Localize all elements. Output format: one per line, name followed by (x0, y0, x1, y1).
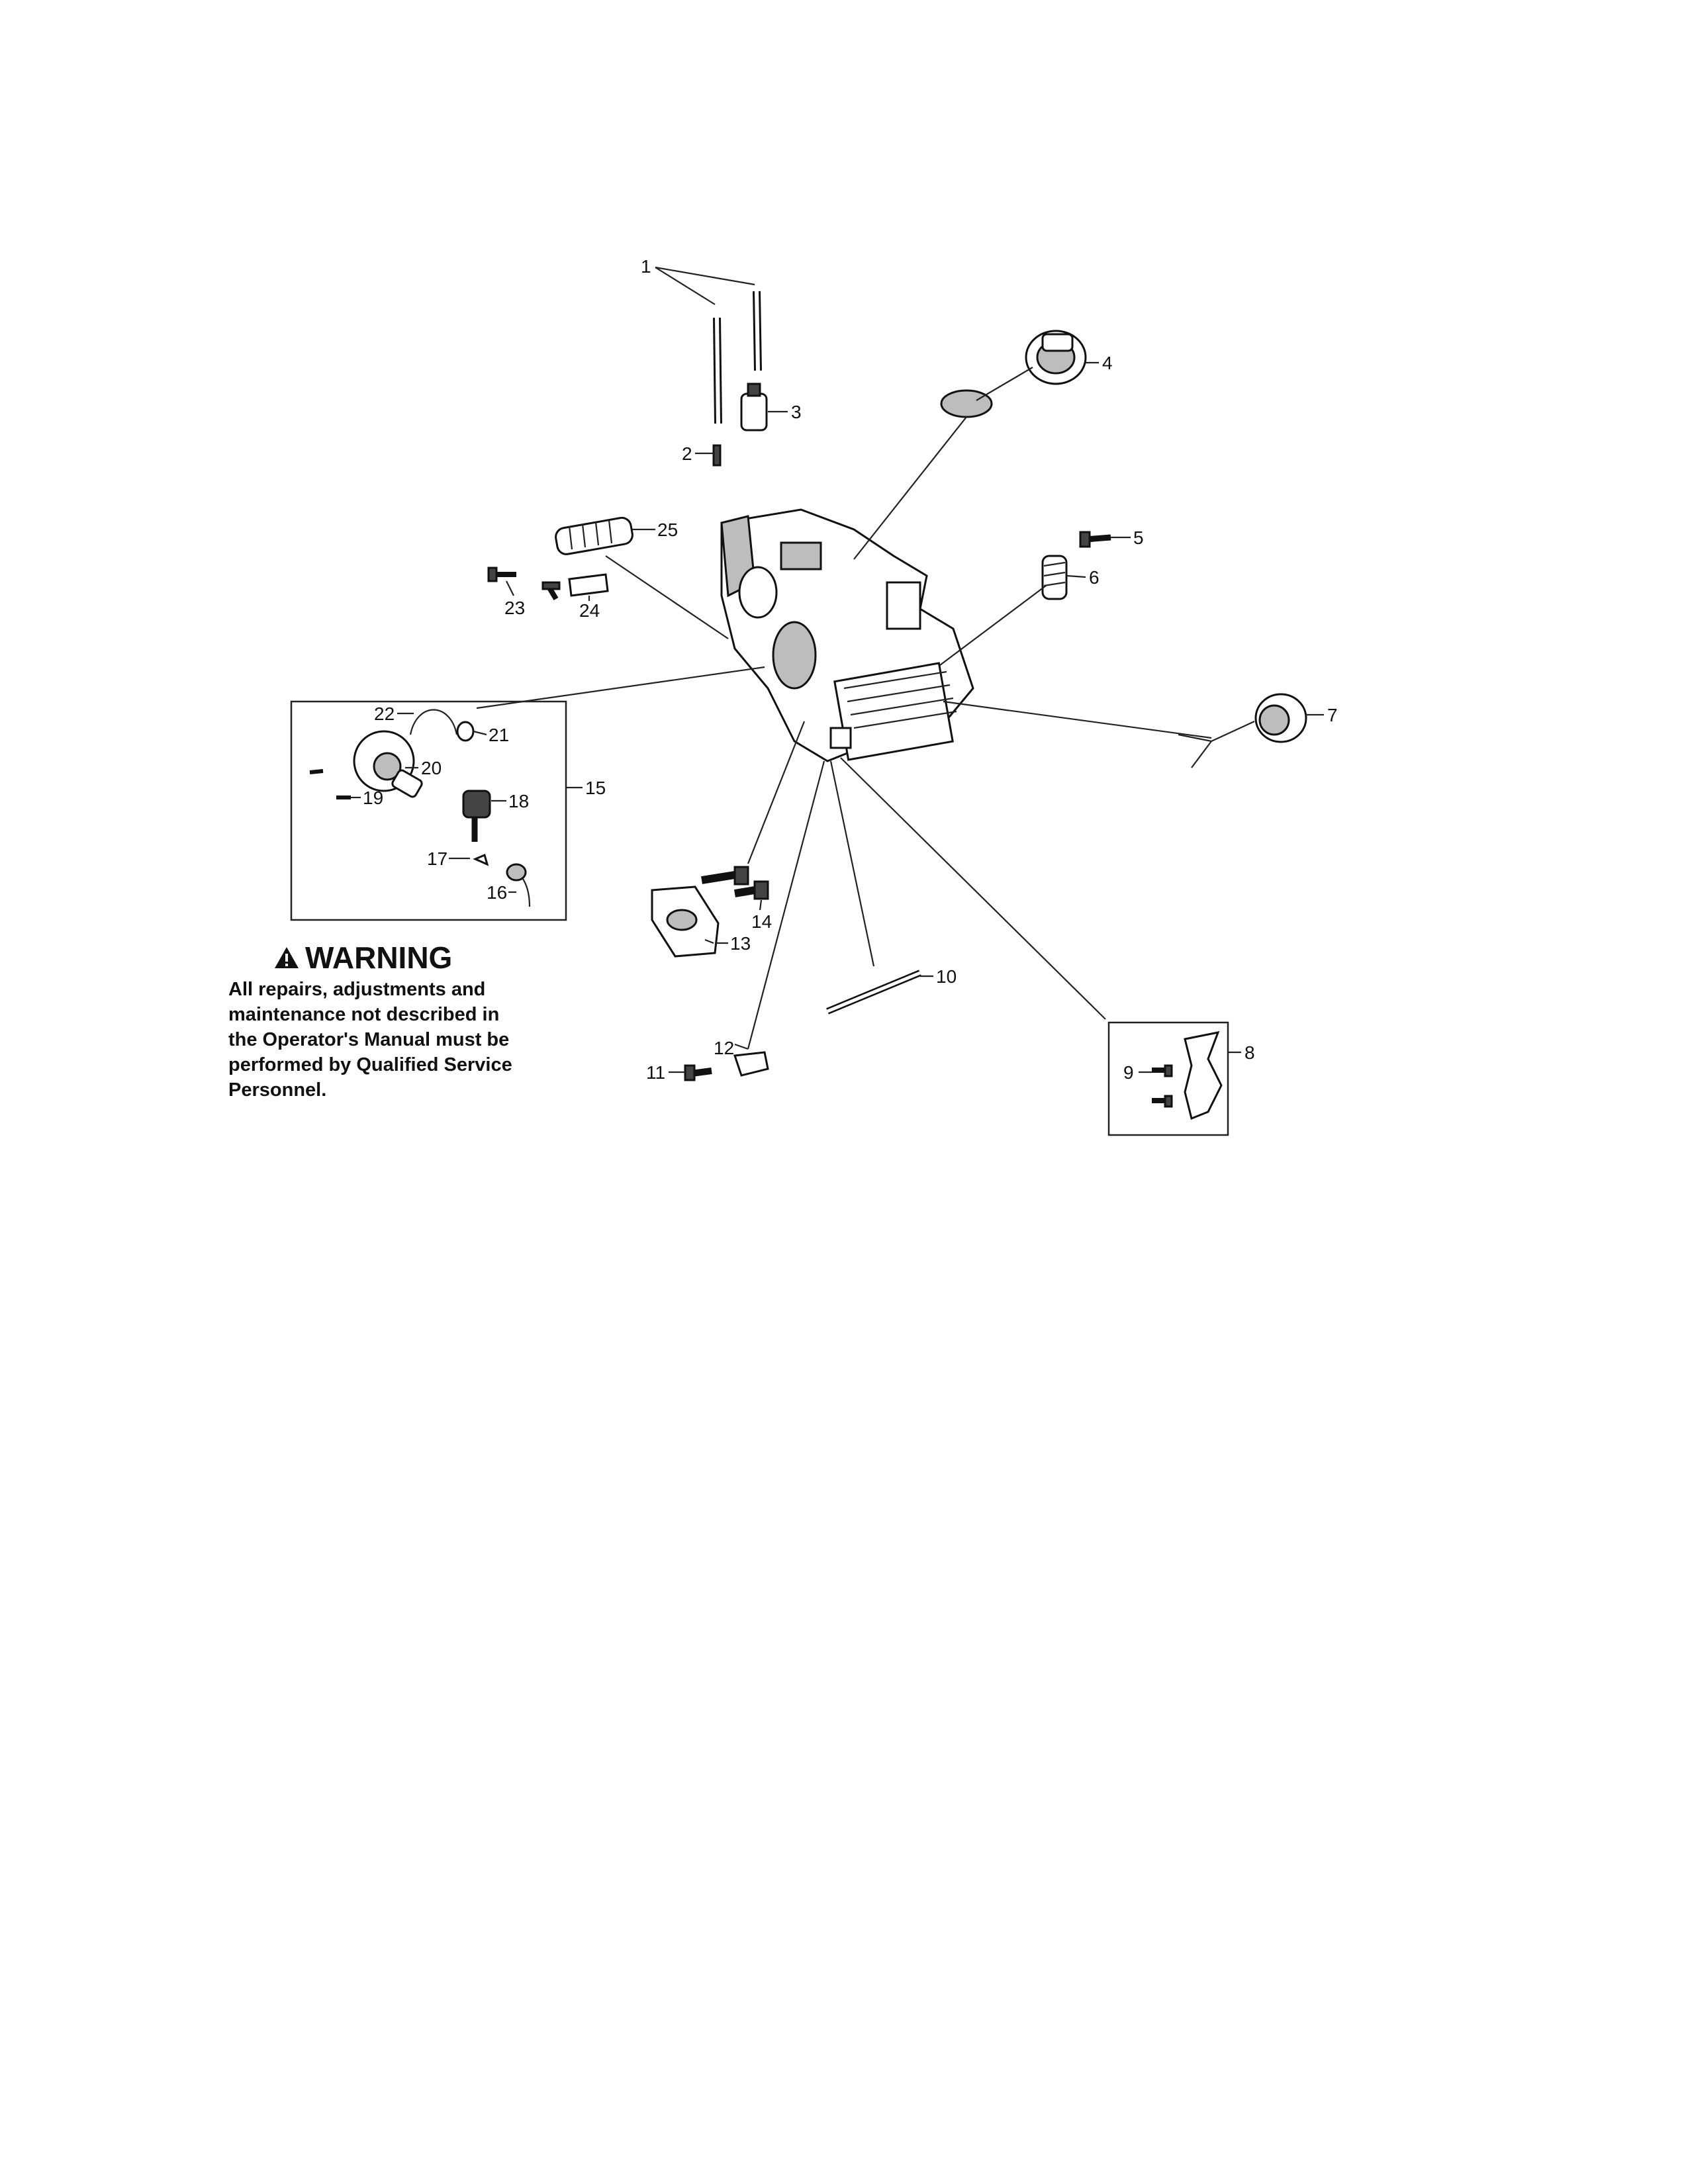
part-15-group-box (290, 700, 567, 921)
callout-5: 5 (1133, 527, 1144, 548)
callout-23: 23 (504, 598, 525, 618)
callout-13: 13 (730, 933, 751, 954)
part-8-plate (1184, 1030, 1223, 1120)
callout-7: 7 (1327, 705, 1338, 725)
callout-21: 21 (489, 725, 509, 745)
part-8-group-box (1107, 1021, 1229, 1136)
part-5-bolt (1079, 531, 1111, 548)
callout-1: 1 (641, 256, 651, 277)
callout-14: 14 (751, 911, 772, 932)
callout-labels: 1 2 3 4 5 6 7 8 9 10 11 12 13 14 15 16 1… (363, 256, 1338, 1083)
part-12-clip (733, 1051, 769, 1077)
callout-25: 25 (657, 520, 678, 540)
warning-body: All repairs, adjustments and maintenance… (228, 979, 512, 1101)
part-3-filter (740, 383, 768, 432)
callout-8: 8 (1244, 1042, 1255, 1063)
part-13-bracket (651, 886, 720, 958)
part-7-cap (1178, 693, 1307, 768)
part-1-rods (713, 291, 762, 424)
part-10-bar (826, 970, 921, 1015)
callout-17: 17 (427, 848, 447, 869)
warning-notice: WARNING All repairs, adjustments and mai… (228, 940, 573, 1103)
callout-24: 24 (579, 600, 600, 621)
part-23-screw (487, 567, 561, 601)
callout-19: 19 (363, 788, 383, 808)
warning-title: WARNING (273, 940, 573, 976)
warning-title-text: WARNING (305, 940, 453, 975)
main-housing (720, 508, 974, 762)
callout-10: 10 (936, 966, 957, 987)
callout-16: 16 (487, 882, 507, 903)
callout-9: 9 (1123, 1062, 1134, 1083)
part-24-plate (568, 573, 609, 597)
callout-6: 6 (1089, 567, 1100, 588)
leader-lines (351, 266, 1324, 1073)
warning-triangle-icon (275, 947, 299, 968)
part-9-screws (1152, 1064, 1173, 1108)
part-6-spring (1041, 555, 1068, 600)
part-25-spring (555, 516, 633, 555)
callout-2: 2 (682, 443, 692, 464)
callout-22: 22 (374, 704, 395, 724)
part-11-screw (684, 1064, 712, 1081)
callout-11: 11 (646, 1062, 665, 1083)
callout-12: 12 (714, 1038, 734, 1058)
callout-20: 20 (421, 758, 442, 778)
part-4-cap (940, 330, 1087, 418)
part-14-bolts (701, 866, 769, 900)
callout-3: 3 (791, 402, 802, 422)
callout-18: 18 (508, 791, 529, 811)
callout-4: 4 (1102, 353, 1113, 373)
callout-15: 15 (585, 778, 606, 798)
part-2-pin (712, 444, 722, 467)
